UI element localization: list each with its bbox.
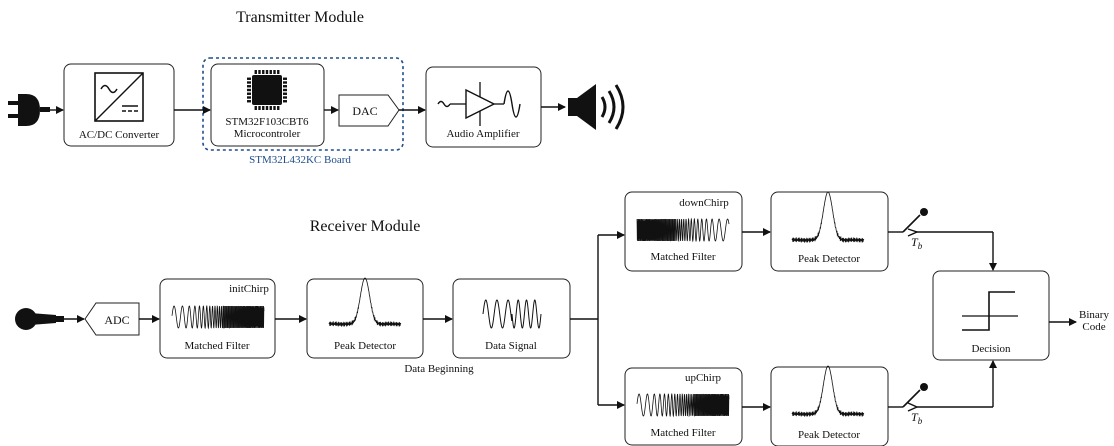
upchirp-label: upChirp	[685, 372, 722, 384]
stm32-board-label: STM32L432KC Board	[249, 154, 351, 166]
dac-label: DAC	[352, 104, 377, 118]
peak-detector-label: Peak Detector	[334, 340, 396, 352]
chirp-waveform-icon	[636, 217, 730, 243]
peak-waveform-icon	[791, 191, 865, 243]
receiver-title: Receiver Module	[310, 218, 421, 235]
matched-filter-up-label: Matched Filter	[650, 427, 715, 439]
switch-icon	[888, 208, 928, 237]
initchirp-label: initChirp	[229, 283, 269, 295]
acdc-converter-block	[63, 63, 175, 147]
output-label-line2: Code	[1082, 321, 1105, 333]
peak-waveform-icon	[328, 277, 402, 327]
amplifier-icon	[437, 82, 521, 126]
dac-block	[338, 94, 400, 127]
speaker-icon	[568, 84, 625, 130]
matched-filter-init-label: Matched Filter	[184, 340, 249, 352]
peak-detector-down-label: Peak Detector	[798, 253, 860, 265]
chip-icon	[247, 70, 287, 110]
decision-label: Decision	[971, 343, 1011, 355]
microcontroller-model: STM32F103CBT6	[225, 116, 309, 128]
acdc-converter-label: AC/DC Converter	[79, 129, 160, 141]
stm32-board-outline	[202, 57, 404, 151]
data-beginning-label: Data Beginning	[404, 363, 474, 375]
data-signal-label: Data Signal	[485, 340, 537, 352]
downchirp-label: downChirp	[679, 197, 729, 209]
transmitter-title: Transmitter Module	[236, 9, 364, 26]
matched-filter-down-label: Matched Filter	[650, 251, 715, 263]
microphone-icon	[15, 308, 64, 330]
peak-waveform-icon	[791, 365, 865, 417]
acdc-converter-icon	[94, 72, 144, 122]
data-signal-waveform-icon	[482, 299, 542, 329]
tb-symbol-bottom: Tb	[911, 410, 923, 426]
tb-symbol-top: Tb	[911, 235, 923, 251]
audio-amplifier-label: Audio Amplifier	[446, 128, 519, 140]
power-plug-icon	[8, 94, 50, 126]
microcontroller-label: Microcontroler	[234, 128, 301, 140]
output-label-line1: Binary	[1079, 309, 1109, 321]
chirp-waveform-icon	[171, 304, 265, 330]
adc-label: ADC	[104, 313, 129, 327]
peak-detector-up-label: Peak Detector	[798, 429, 860, 441]
chirp-waveform-icon	[636, 392, 730, 418]
step-function-icon	[962, 291, 1018, 331]
